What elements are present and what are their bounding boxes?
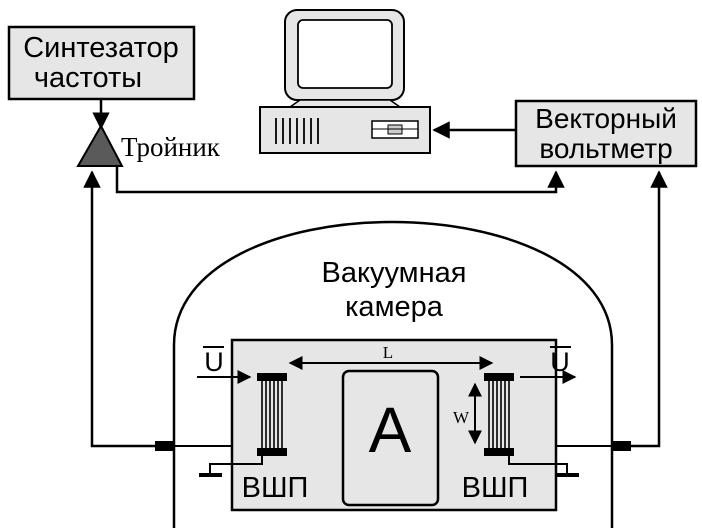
synthesizer-label-line2: частоты xyxy=(34,62,142,94)
center-element xyxy=(341,369,440,507)
vacuum-chamber-outline xyxy=(172,220,614,528)
voltmeter-label-line1: Векторный xyxy=(535,103,677,134)
synthesizer-label-line1: Синтезатор xyxy=(23,32,179,64)
tee-label: Тройник xyxy=(121,132,221,162)
computer-icon xyxy=(259,9,431,154)
length-label: L xyxy=(383,343,393,362)
left-transducer xyxy=(257,373,287,456)
tee-to-voltmeter-arrow xyxy=(115,166,565,194)
right-output-voltage-label: U xyxy=(550,347,570,377)
left-input-voltage-label: U xyxy=(204,347,224,377)
saw-device: U U L xyxy=(197,338,579,512)
right-feedthrough xyxy=(611,441,631,451)
left-ground-wire xyxy=(209,456,263,475)
tee-to-chamber-arrow xyxy=(83,170,158,448)
vector-voltmeter-box: Векторный вольтметр xyxy=(514,99,698,168)
chamber-to-voltmeter-arrow xyxy=(628,170,668,448)
right-ground-wire xyxy=(508,456,568,475)
voltmeter-label-line2: вольтметр xyxy=(539,133,672,164)
right-transducer-label: ВШП xyxy=(462,472,529,504)
tee-splitter: Тройник xyxy=(76,123,221,167)
center-element-label: A xyxy=(369,394,412,466)
left-feedthrough xyxy=(155,441,175,451)
chamber-label-line1: Вакуумная xyxy=(322,257,467,289)
frequency-synthesizer-box: Синтезатор частоты xyxy=(7,25,196,101)
chamber-label-line2: камера xyxy=(345,291,444,323)
left-transducer-label: ВШП xyxy=(242,472,309,504)
width-label: W xyxy=(453,408,470,427)
right-transducer xyxy=(484,373,514,456)
